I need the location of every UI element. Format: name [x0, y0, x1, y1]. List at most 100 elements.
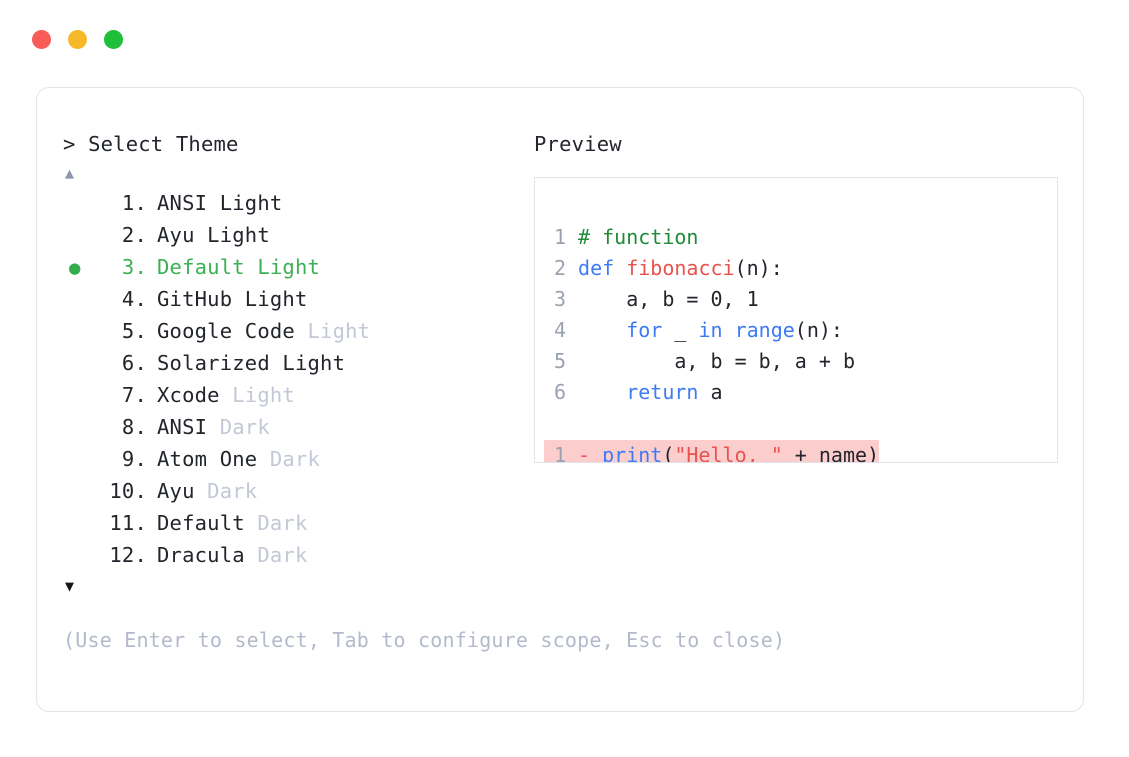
picker-columns: > Select Theme ▲ 1. ANSI Light 2. Ayu Ligh… [37, 88, 1083, 711]
theme-option-name: GitHub Light [157, 287, 308, 311]
bullet-placeholder [63, 476, 99, 508]
code-token: "Hello, " [674, 443, 783, 463]
code-token: a, b = 0, 1 [566, 287, 759, 311]
scroll-down-icon[interactable]: ▼ [65, 577, 75, 595]
theme-option-number: 7. [109, 383, 147, 407]
line-number: 3 [553, 287, 566, 311]
code-token: # function [578, 225, 699, 249]
theme-option-variant: Dark [207, 479, 258, 503]
preview-label: Preview [534, 132, 622, 156]
theme-option[interactable]: ● 3. Default Light [63, 251, 533, 283]
theme-option-number: 8. [109, 415, 147, 439]
theme-option-number: 5. [109, 319, 147, 343]
theme-option[interactable]: 11. Default Dark [63, 507, 533, 539]
bullet-placeholder [63, 444, 99, 476]
code-token: in range [698, 318, 795, 342]
code-line: 5 a, b = b, a + b [544, 346, 855, 377]
minimize-window-button[interactable] [68, 30, 87, 49]
theme-option-name: Google Code [157, 319, 308, 343]
window-traffic-lights [32, 30, 123, 49]
diff-sample: 1 - print("Hello, " + name)1 + print(f"H… [544, 440, 891, 463]
theme-option[interactable]: 4. GitHub Light [63, 283, 533, 315]
code-line: 4 for _ in range(n): [544, 315, 855, 346]
theme-option[interactable]: 9.Atom One Dark [63, 443, 533, 475]
theme-option[interactable]: 10. Ayu Dark [63, 475, 533, 507]
code-token [566, 225, 578, 249]
code-token: for [626, 318, 663, 342]
theme-option-variant: Light [307, 319, 371, 343]
theme-option-variant: Dark [257, 511, 308, 535]
line-number: 2 [553, 256, 566, 280]
code-line: 6 return a [544, 377, 855, 408]
theme-option-number: 1. [109, 191, 147, 215]
code-token: (n): [794, 318, 843, 342]
theme-option[interactable]: 1. ANSI Light [63, 187, 533, 219]
theme-option[interactable]: 5. Google Code Light [63, 315, 533, 347]
line-number: 1 [553, 225, 566, 249]
selected-bullet-icon: ● [69, 257, 81, 279]
bullet-placeholder [63, 284, 99, 316]
theme-option-number: 6. [109, 351, 147, 375]
bullet-placeholder [63, 540, 99, 572]
theme-option[interactable]: 12.Dracula Dark [63, 539, 533, 571]
code-token: return [626, 380, 699, 404]
theme-option-name: ANSI [157, 415, 220, 439]
theme-option-name: ANSI Light [157, 191, 283, 215]
theme-picker-card: > Select Theme ▲ 1. ANSI Light 2. Ayu Ligh… [36, 87, 1084, 712]
theme-option-variant: Dark [269, 447, 321, 471]
page-title: > Select Theme [63, 132, 239, 156]
theme-option-name: Default [157, 511, 258, 535]
code-token [566, 318, 626, 342]
theme-option-name: Xcode [157, 383, 233, 407]
code-token: fibonacci [626, 256, 735, 280]
bullet-placeholder [63, 348, 99, 380]
line-number: 6 [553, 380, 566, 404]
code-line: 3 a, b = 0, 1 [544, 284, 855, 315]
code-token [566, 256, 578, 280]
code-token: a, b = b, a + b [566, 349, 855, 373]
code-token: + name) [782, 443, 880, 463]
code-line: 1 # function [544, 222, 855, 253]
bullet-placeholder [63, 412, 99, 444]
theme-option[interactable]: 2. Ayu Light [63, 219, 533, 251]
code-token [566, 380, 626, 404]
theme-option-number: 3. [109, 255, 147, 279]
theme-option-number: 11. [109, 511, 147, 535]
keyboard-hint: (Use Enter to select, Tab to configure s… [63, 628, 786, 652]
theme-option-name: Ayu Light [157, 223, 270, 247]
theme-option-number: 10. [109, 479, 147, 503]
theme-option-list: 1. ANSI Light 2. Ayu Light ● 3. Default Ligh… [63, 187, 533, 571]
theme-option-number: 12. [109, 543, 147, 567]
theme-option-number: 4. [109, 287, 147, 311]
theme-option-variant: Light [232, 383, 295, 407]
theme-option-variant: Dark [257, 543, 308, 567]
bullet-placeholder [63, 188, 99, 220]
code-token: def [578, 256, 627, 280]
bullet-placeholder [63, 508, 99, 540]
scroll-up-icon[interactable]: ▲ [65, 164, 75, 182]
close-window-button[interactable] [32, 30, 51, 49]
diff-removed-line: 1 - print("Hello, " + name) [544, 440, 880, 463]
code-token: a [698, 380, 723, 404]
theme-option[interactable]: 8.ANSI Dark [63, 411, 533, 443]
theme-option[interactable]: 7. Xcode Light [63, 379, 533, 411]
code-line: 2 def fibonacci(n): [544, 253, 855, 284]
code-token: ( [662, 443, 675, 463]
theme-option[interactable]: 6. Solarized Light [63, 347, 533, 379]
code-token: _ [662, 318, 699, 342]
line-number: 1 [553, 443, 566, 463]
maximize-window-button[interactable] [104, 30, 123, 49]
theme-option-name: Solarized Light [157, 351, 346, 375]
bullet-placeholder [63, 380, 99, 412]
theme-option-name: Default Light [157, 255, 321, 279]
diff-sign: - [566, 443, 603, 463]
bullet-placeholder [63, 316, 99, 348]
theme-option-number: 2. [109, 223, 147, 247]
theme-option-name: Ayu [157, 479, 208, 503]
theme-option-number: 9. [109, 447, 147, 471]
line-number: 5 [553, 349, 566, 373]
code-token: (n): [734, 256, 783, 280]
